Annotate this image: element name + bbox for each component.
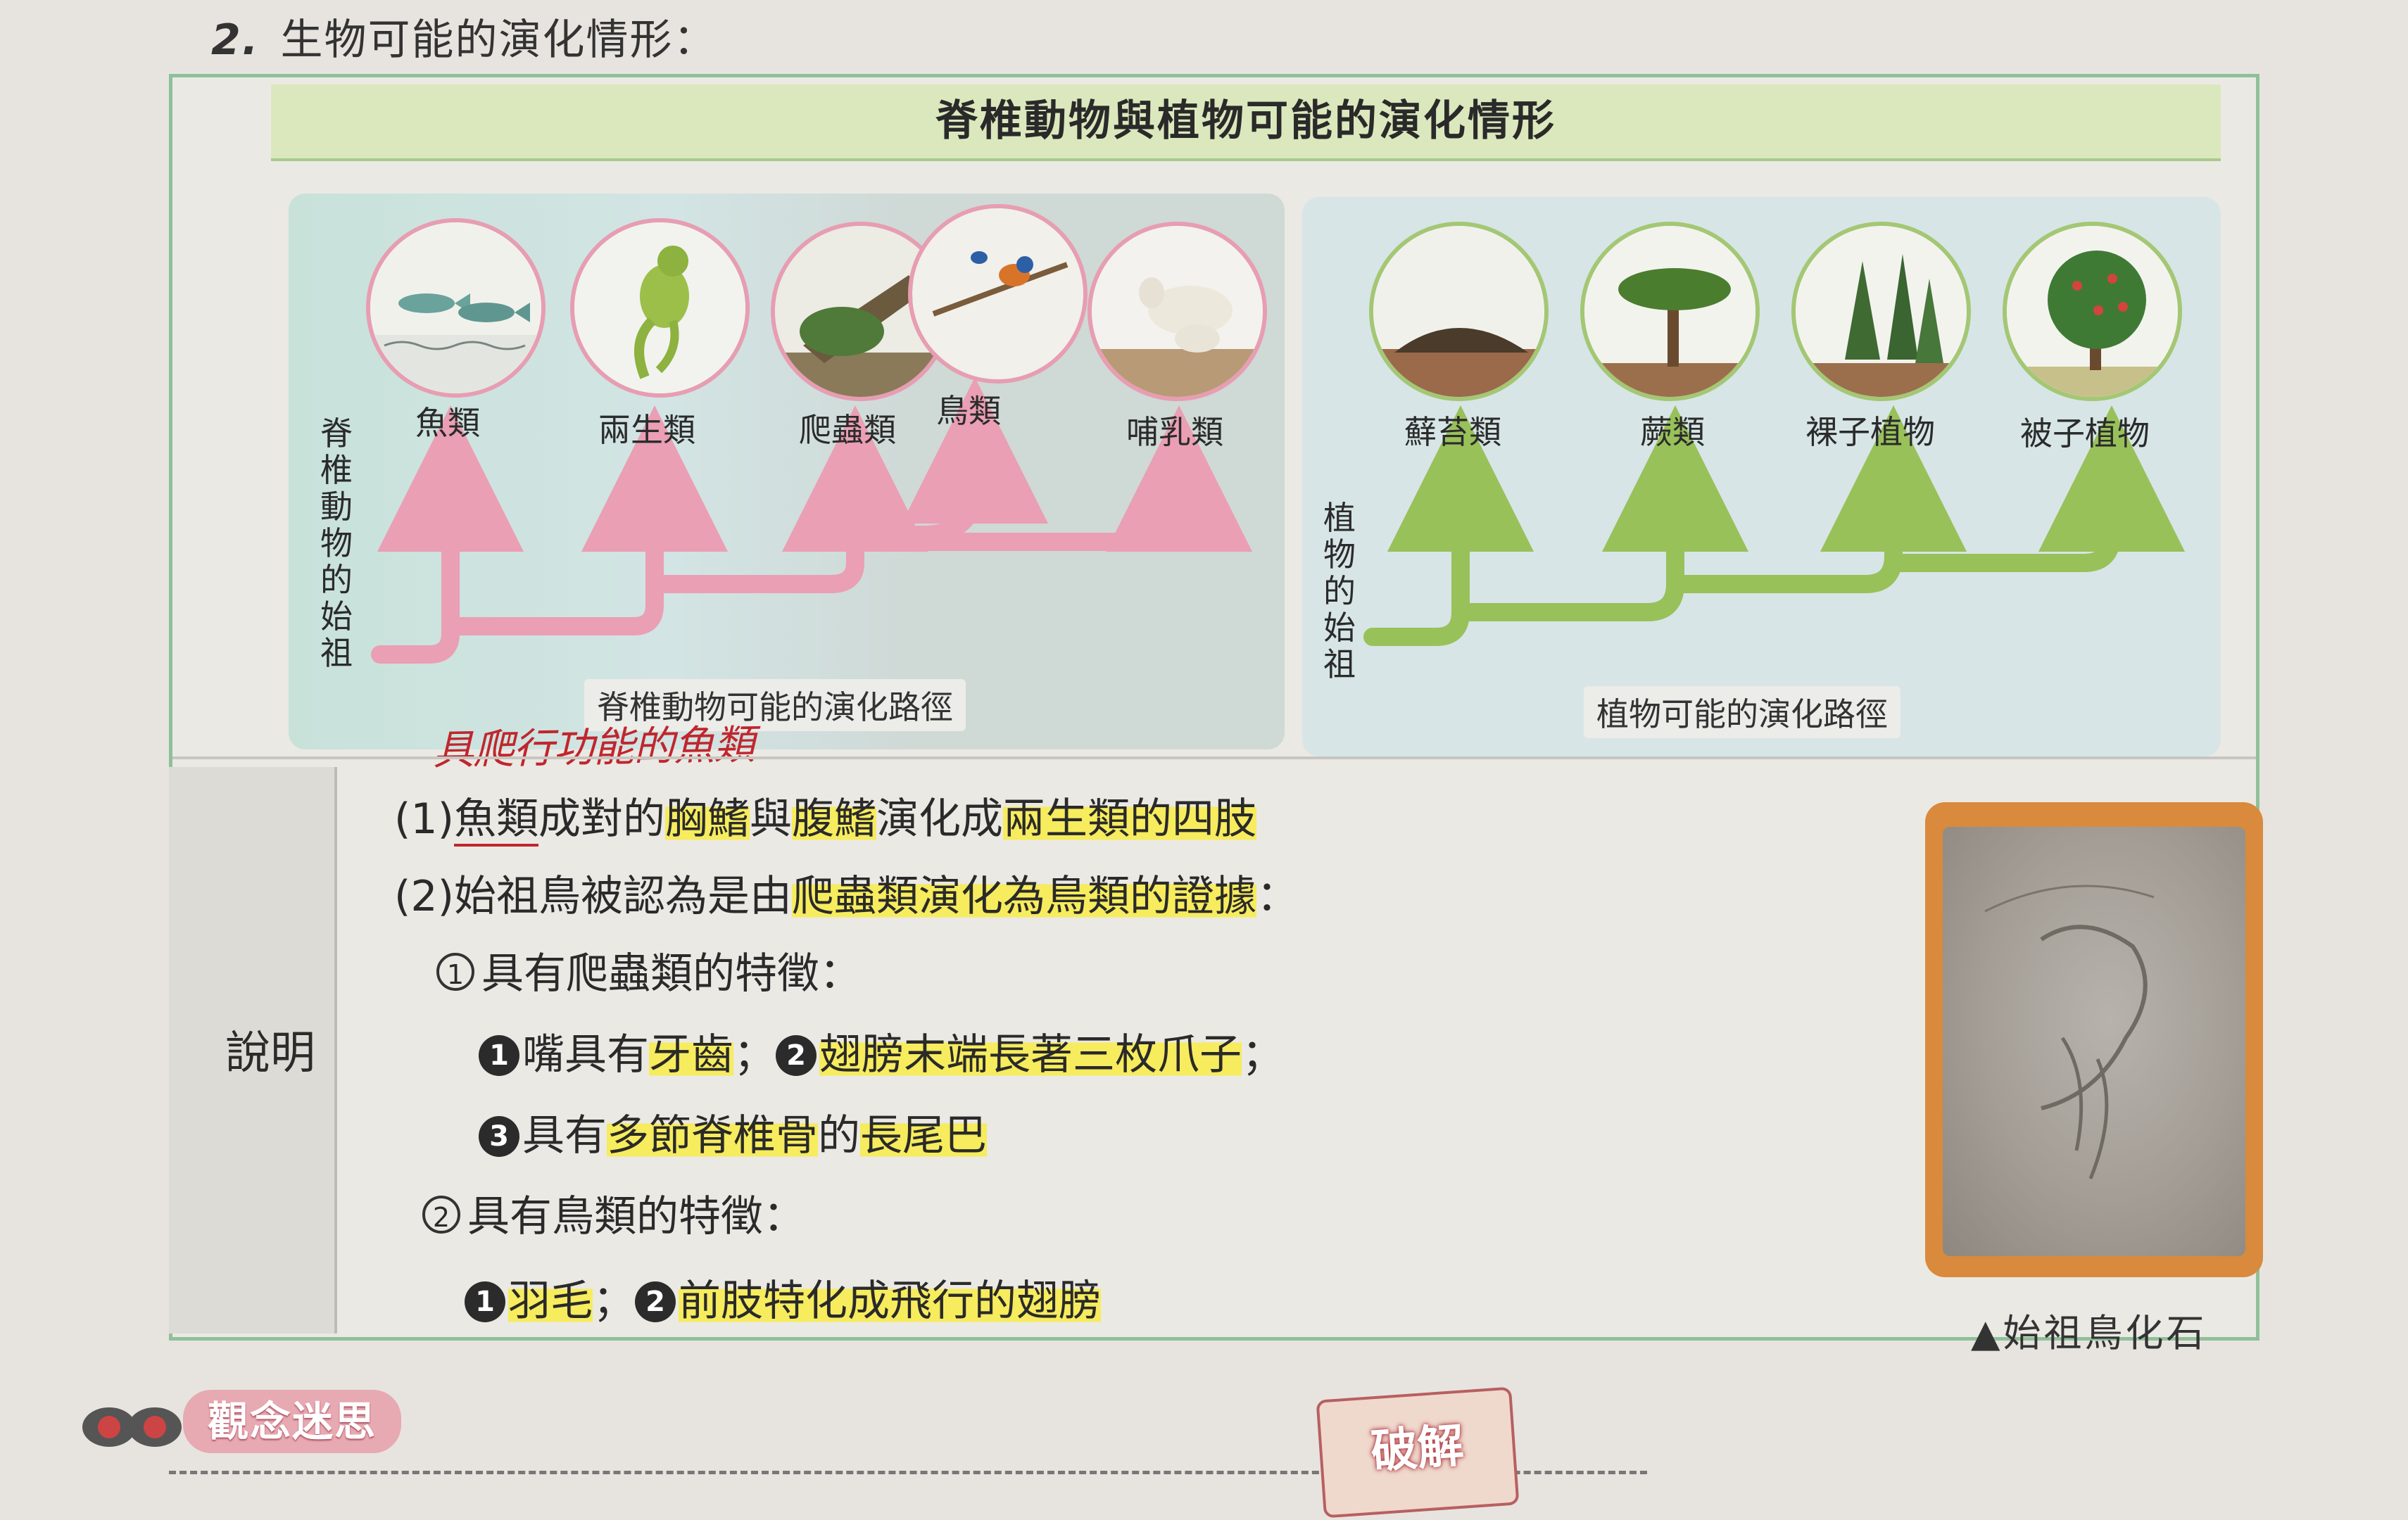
label-moss: 蘚苔類 — [1404, 413, 1501, 451]
fossil-caption: ▲始祖鳥化石 — [1971, 1311, 2207, 1355]
archaeopteryx-fossil-image — [1943, 827, 2245, 1256]
label-fern: 蕨類 — [1640, 413, 1705, 451]
label-fish: 魚類 — [415, 404, 480, 442]
label-amphibian: 兩生類 — [598, 411, 695, 449]
section-heading: 2. 生物可能的演化情形： — [211, 6, 717, 67]
binoculars-icon — [77, 1400, 183, 1450]
label-gymnosperm: 裸子植物 — [1805, 413, 1935, 451]
plant-path-caption: 植物可能的演化路徑 — [1584, 686, 1900, 738]
vertebrate-path-caption: 脊椎動物可能的演化路徑 — [584, 679, 966, 731]
plant-ancestor-label: 植物的始祖 — [1323, 499, 1356, 683]
label-reptile: 爬蟲類 — [799, 411, 896, 449]
label-angiosperm: 被子植物 — [2020, 414, 2150, 452]
section-title: 生物可能的演化情形： — [280, 15, 717, 65]
explain-line-2: (2)始祖鳥被認為是由爬蟲類演化為鳥類的證據： — [394, 872, 1299, 921]
bird-illustration — [908, 204, 1088, 384]
label-mammal: 哺乳類 — [1126, 413, 1223, 451]
moss-illustration — [1369, 222, 1549, 401]
vertebrate-ancestor-label: 脊椎動物的始祖 — [320, 414, 353, 672]
explain-line-1: (1)魚類成對的胸鰭與腹鰭演化成兩生類的四肢 — [394, 785, 1256, 847]
misconception-badge: 觀念迷思 — [183, 1390, 401, 1453]
gymnosperm-illustration — [1791, 222, 1971, 401]
solution-badge: 破解 — [1316, 1386, 1520, 1519]
handwritten-annotation: 具爬行功能的魚類 — [432, 721, 755, 774]
plant-path-lines — [1363, 405, 2185, 646]
fish-illustration — [366, 218, 546, 398]
table-title: 脊椎動物與植物可能的演化情形 — [271, 84, 2221, 161]
angiosperm-illustration — [2003, 222, 2182, 401]
mammal-illustration — [1088, 222, 1267, 401]
explanation-label-cell: 說明 — [169, 767, 337, 1334]
label-bird: 鳥類 — [936, 392, 1001, 430]
frog-illustration — [570, 218, 750, 398]
fern-illustration — [1580, 222, 1760, 401]
vertebrate-path-lines — [371, 377, 1252, 664]
section-number: 2. — [211, 15, 260, 65]
